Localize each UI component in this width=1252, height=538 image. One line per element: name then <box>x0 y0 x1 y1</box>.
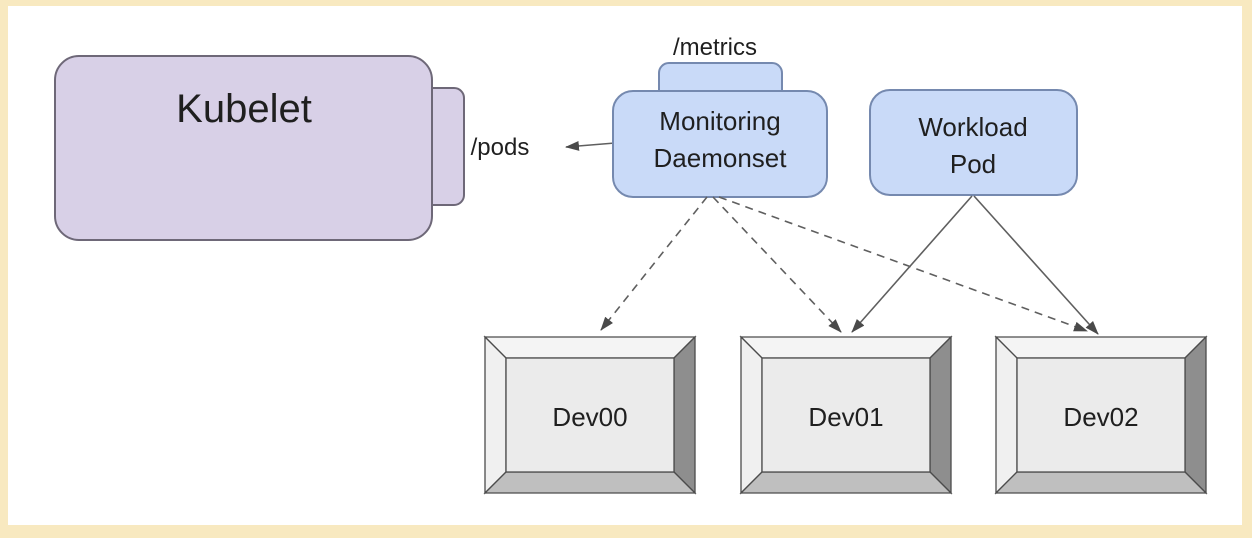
metrics-endpoint-label: /metrics <box>673 34 757 61</box>
dev01-label: Dev01 <box>808 402 883 432</box>
page-frame-left <box>0 0 8 538</box>
workload-pod-box <box>869 89 1078 196</box>
dashed-arrow-monitoring-to-dev02 <box>718 196 1088 332</box>
solid-arrow-workload-to-dev01 <box>851 195 973 333</box>
monitoring-daemonset-node: /metrics Monitoring Daemonset <box>612 34 828 198</box>
kubelet-box <box>54 55 433 241</box>
dev00-bevel-left <box>484 335 507 495</box>
solid-arrow-workload-to-dev02 <box>973 195 1099 335</box>
dev02-bevel-left <box>995 335 1018 495</box>
dev02-bevel-bottom <box>994 471 1208 494</box>
monitoring-daemonset-label-line1: Monitoring <box>659 106 780 136</box>
dev02-face <box>1016 357 1186 473</box>
dev02-bevel-right <box>1184 335 1207 495</box>
dashed-arrow-monitoring-to-dev00 <box>600 196 708 331</box>
dev01-face <box>761 357 931 473</box>
dev01-bevel-right <box>929 335 952 495</box>
dashed-arrow-monitoring-to-dev01 <box>712 196 842 333</box>
page-frame-right <box>1242 0 1252 538</box>
dev01-node: Dev01 <box>739 335 953 495</box>
pods-endpoint-label: /pods <box>471 134 530 161</box>
dev01-bevel-left <box>740 335 763 495</box>
dev00-bevel-top <box>483 336 697 359</box>
dev02-label: Dev02 <box>1063 402 1138 432</box>
dev01-bevel-bottom <box>739 471 953 494</box>
page-frame-top <box>0 0 1252 6</box>
dev02-node: Dev02 <box>994 335 1208 495</box>
workload-pod-label-line2: Pod <box>950 149 996 179</box>
page-frame-bottom <box>0 525 1252 538</box>
dev00-face <box>505 357 675 473</box>
dev02-bevel-top <box>994 336 1208 359</box>
kubelet-node: Kubelet <box>54 55 465 241</box>
dev00-bevel-bottom <box>483 471 697 494</box>
dev00-bevel-right <box>673 335 696 495</box>
dev00-label: Dev00 <box>552 402 627 432</box>
workload-pod-node: Workload Pod <box>869 89 1078 196</box>
dev01-bevel-top <box>739 336 953 359</box>
kubelet-label: Kubelet <box>176 87 312 131</box>
monitoring-daemonset-label-line2: Daemonset <box>654 143 788 173</box>
arrow-monitoring-to-pods <box>565 140 616 151</box>
dev00-node: Dev00 <box>483 335 697 495</box>
workload-pod-label-line1: Workload <box>918 112 1027 142</box>
